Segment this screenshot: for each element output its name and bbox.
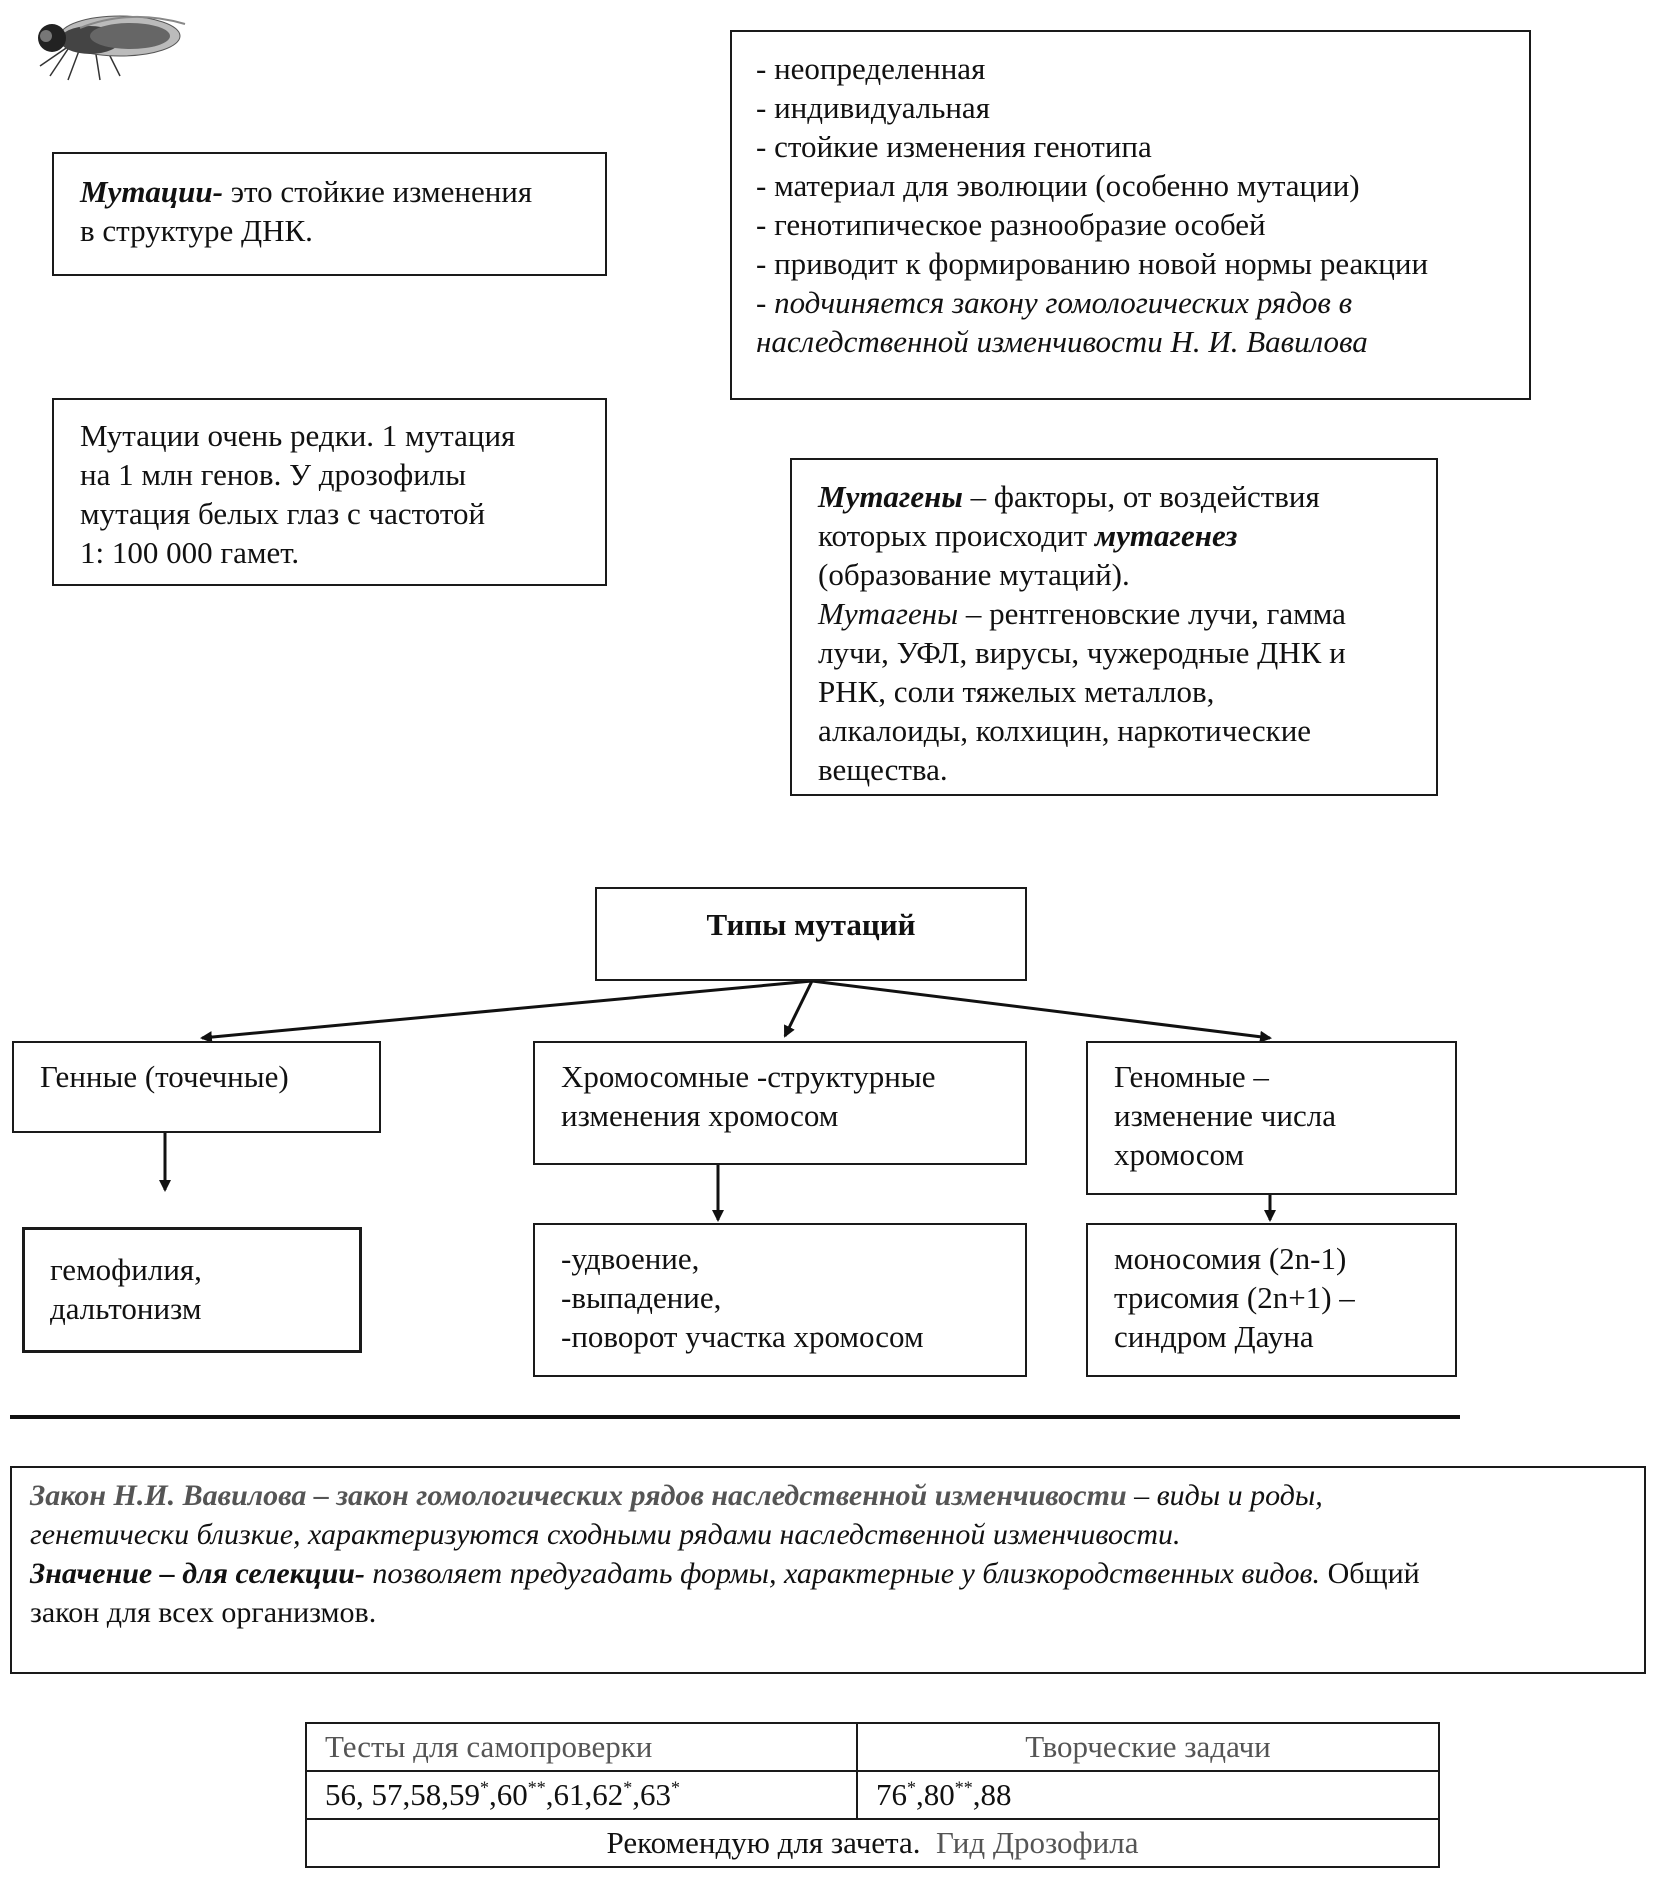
definition-text-2: в структуре ДНК. [80,213,313,248]
fruit-fly-icon [38,15,186,81]
arrow-to-gene [200,979,813,1044]
frequency-box: Мутации очень редки. 1 мутация на 1 млн … [52,398,607,586]
law-significance-tail: Общий [1320,1557,1420,1590]
mutagens-line6: РНК, соли тяжелых металлов, [818,674,1215,709]
definition-box: Мутации- это стойкие изменения в структу… [52,152,607,276]
law-significance-label: Значение – для селекции- [30,1557,365,1590]
chromosomal-example: -выпадение, [561,1280,722,1315]
tests-header: Тесты для самопроверки [305,1722,858,1772]
genomic-label-3: хромосом [1114,1137,1245,1172]
chromosomal-mutation-box: Хромосомные -структурные изменения хромо… [533,1041,1027,1165]
mutagenesis-term: мутагенез [1094,518,1238,553]
diagram-arrows [159,979,1276,1222]
property-item: - приводит к формированию новой нормы ре… [756,246,1429,281]
mutagens-line7: алкалоиды, колхицин, наркотические [818,713,1312,748]
table-row: Рекомендую для зачета. Гид Дрозофила [305,1818,1440,1868]
genomic-mutation-box: Геномные – изменение числа хромосом [1086,1041,1457,1195]
property-item: - стойкие изменения генотипа [756,129,1152,164]
mutagens-term: Мутагены [818,479,963,514]
genomic-label-1: Геномные – [1114,1059,1269,1094]
frequency-line: мутация белых глаз с частотой [80,496,486,531]
frequency-line: на 1 млн генов. У дрозофилы [80,457,467,492]
section-divider [10,1415,1460,1419]
tasks-values: 76*,80**,88 [856,1770,1440,1820]
chromosomal-label-2: изменения хромосом [561,1098,839,1133]
mutation-types-title: Типы мутаций [706,907,916,942]
chromosomal-label-1: Хромосомные -структурные [561,1059,936,1094]
table-row: Тесты для самопроверки Творческие задачи [305,1722,1440,1772]
property-vavilov-1: подчиняется закону гомологических рядов … [774,285,1353,320]
gene-example: гемофилия, [50,1252,202,1287]
chromosomal-example: -поворот участка хромосом [561,1319,924,1354]
property-item: - генотипическое разнообразие особей [756,207,1266,242]
property-item: - материал для эволюции (особенно мутаци… [756,168,1360,203]
mutagens-line5: лучи, УФЛ, вирусы, чужеродные ДНК и [818,635,1346,670]
property-vavilov-2: наследственной изменчивости Н. И. Вавило… [756,324,1368,359]
gene-examples-box: гемофилия, дальтонизм [22,1227,362,1353]
properties-box: - неопределенная - индивидуальная - стой… [730,30,1531,400]
mutagens-line1: – факторы, от воздействия [962,479,1320,514]
chromosomal-examples-box: -удвоение, -выпадение, -поворот участка … [533,1223,1027,1377]
genomic-label-2: изменение числа [1114,1098,1336,1133]
law-text-2: генетически близкие, характеризуются схо… [30,1518,1181,1551]
genomic-example: трисомия (2n+1) – [1114,1280,1355,1315]
frequency-line: 1: 100 000 гамет. [80,535,300,570]
table-row: 56, 57,58,59*,60**,61,62*,63* 76*,80**,8… [305,1770,1440,1820]
genomic-example: синдром Дауна [1114,1319,1314,1354]
tests-table: Тесты для самопроверки Творческие задачи… [305,1722,1440,1868]
law-text-1: – виды и роды, [1126,1479,1323,1512]
property-prefix: - [756,285,775,320]
recommendation-text: Рекомендую для зачета. [606,1825,921,1860]
mutation-types-title-box: Типы мутаций [595,887,1027,981]
gene-mutation-label: Генные (точечные) [40,1059,289,1094]
mutagens-line2: которых происходит [818,518,1095,553]
recommendation: Рекомендую для зачета. Гид Дрозофила [305,1818,1440,1868]
vavilov-law-box: Закон Н.И. Вавилова – закон гомологическ… [10,1466,1646,1674]
genomic-examples-box: моносомия (2n-1) трисомия (2n+1) – синдр… [1086,1223,1457,1377]
law-significance-text: позволяет предугадать формы, характерные… [364,1557,1321,1590]
mutagens-line4: – рентгеновские лучи, гамма [958,596,1346,631]
tests-values: 56, 57,58,59*,60**,61,62*,63* [305,1770,858,1820]
mutagens-box: Мутагены – факторы, от воздействия котор… [790,458,1438,796]
law-title: Закон Н.И. Вавилова – закон гомологическ… [30,1479,1127,1512]
gene-mutation-box: Генные (точечные) [12,1041,381,1133]
genomic-example: моносомия (2n-1) [1114,1241,1347,1276]
drosophila-guide-link[interactable]: Гид Дрозофила [920,1825,1139,1860]
definition-term: Мутации- [80,174,223,209]
property-item: - неопределенная [756,51,986,86]
tasks-header: Творческие задачи [856,1722,1440,1772]
mutagens-term-2: Мутагены [818,596,959,631]
mutagens-line8: вещества. [818,752,948,787]
mutagens-line3: (образование мутаций). [818,557,1130,592]
chromosomal-example: -удвоение, [561,1241,700,1276]
frequency-line: Мутации очень редки. 1 мутация [80,418,516,453]
law-text-4: закон для всех организмов. [30,1596,377,1629]
definition-text-1: это стойкие изменения [222,174,533,209]
arrow-to-chromosomal [783,980,814,1038]
gene-example: дальтонизм [50,1291,202,1326]
arrow-to-genomic [811,979,1272,1043]
property-item: - индивидуальная [756,90,990,125]
